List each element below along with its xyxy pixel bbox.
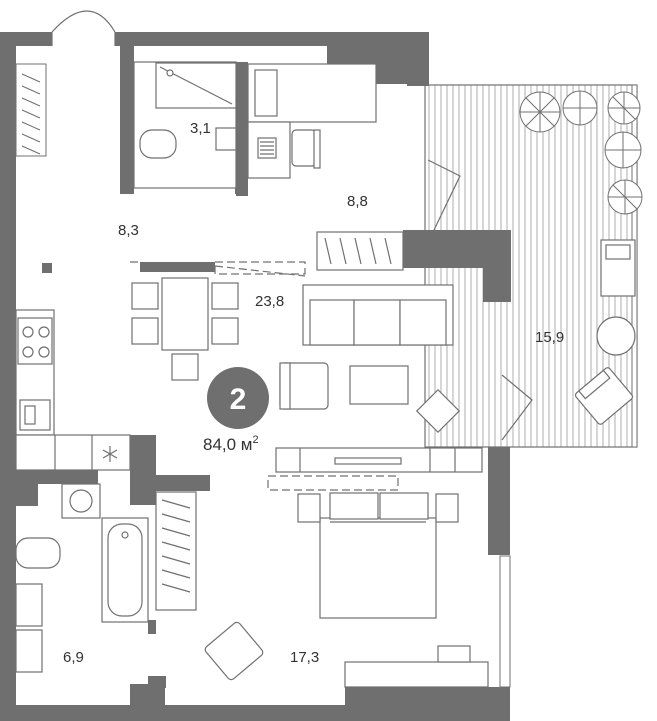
room-area-bathroom-small: 3,1: [190, 120, 211, 137]
nightstand-icon: [435, 493, 459, 523]
room-area-hallway: 8,3: [118, 222, 139, 239]
sink-icon: [15, 629, 43, 673]
balcony-armchair-icon: [574, 367, 634, 425]
bedroom-furniture: [204, 492, 489, 688]
entrance-door: [51, 10, 116, 46]
kitchen-counter-bottom: [15, 434, 131, 471]
toilet-icon: [15, 537, 61, 569]
plant-icon: [519, 90, 643, 215]
bed-double-icon: [319, 517, 437, 619]
left-window: [15, 63, 47, 157]
total-area-value: 84,0 м: [203, 435, 253, 454]
round-table-icon: [596, 316, 636, 356]
total-area: 84,0 м2: [203, 434, 259, 454]
large-bathroom: [15, 483, 197, 673]
living-furniture: [130, 261, 533, 491]
small-bathroom: [133, 61, 237, 189]
sink-icon: [15, 583, 43, 627]
desk-chair-icon: [291, 129, 317, 167]
dining-chair-icon: [211, 317, 239, 345]
coffee-table-icon: [349, 365, 409, 405]
room-area-bathroom-large: 6,9: [63, 649, 84, 666]
wardrobe-icon: [316, 231, 404, 271]
ottoman-icon: [415, 388, 461, 434]
dining-chair-icon: [131, 317, 159, 345]
bedroom-armchair-icon: [204, 621, 264, 681]
stove-icon: [17, 317, 53, 365]
dining-chair-icon: [211, 282, 239, 310]
dining-table-icon: [161, 277, 209, 351]
kitchen-sink-icon: [19, 399, 51, 431]
kitchen: [15, 309, 131, 471]
nightstand-icon: [297, 493, 321, 523]
room-area-living-kitchen: 23,8: [255, 293, 284, 310]
room-area-study: 8,8: [347, 193, 368, 210]
wardrobe-icon: [155, 491, 197, 611]
room-area-bedroom: 17,3: [290, 649, 319, 666]
total-area-sup: 2: [253, 434, 259, 446]
walls: [0, 32, 511, 721]
bedroom-desk-icon: [344, 661, 489, 688]
study-furniture: [247, 63, 461, 271]
rooms-count: 2: [230, 383, 247, 416]
lounger-icon: [600, 239, 636, 297]
toilet-icon: [139, 129, 177, 159]
pillow-icon: [329, 492, 379, 520]
pillow-icon: [379, 492, 429, 520]
dining-chair-icon: [131, 282, 159, 310]
room-area-balcony: 15,9: [535, 329, 564, 346]
dining-chair-icon: [171, 353, 199, 381]
rooms-count-badge: [207, 367, 269, 429]
asterisk-icon: [102, 446, 118, 462]
sink-icon: [215, 127, 237, 151]
